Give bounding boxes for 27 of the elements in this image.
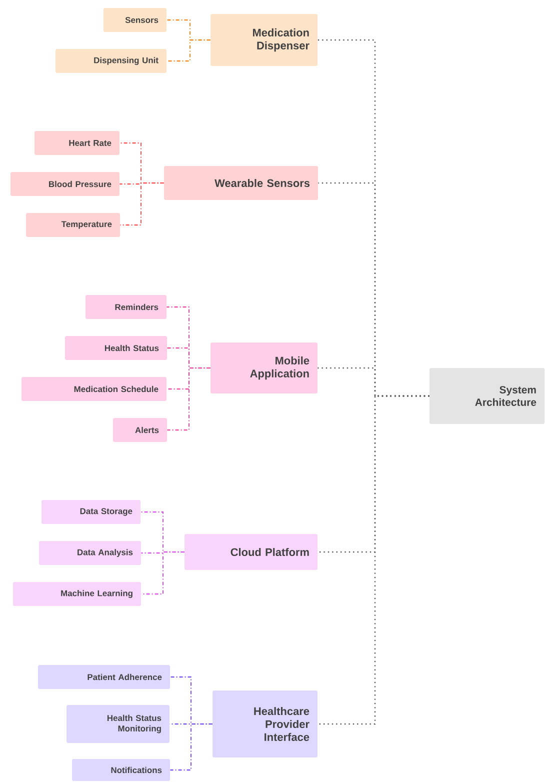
category-box: Wearable Sensors [164,166,318,200]
item-box: Health Status [65,336,167,360]
item-box: Medication Schedule [22,377,166,401]
item-box: Notifications [72,759,170,781]
connector-line [166,368,211,430]
connector-line [170,724,213,770]
item-box: Dispensing Unit [56,49,166,73]
connector-line [318,395,430,725]
connector-line [120,182,164,226]
root-box: System Architecture [430,368,544,424]
item-box: Alerts [113,418,167,442]
category-box: Healthcare Provider Interface [212,690,318,758]
item-box: Sensors [104,8,166,32]
item-box: Reminders [86,295,166,319]
connector-line [140,552,185,594]
category-box: Cloud Platform [184,534,318,570]
item-box: Data Storage [42,500,140,524]
item-box: Temperature [26,213,120,237]
item-box: Patient Adherence [38,665,170,689]
category-box: Medication Dispenser [210,14,318,66]
category-box: Mobile Application [210,342,318,394]
item-box: Machine Learning [13,582,141,606]
connector-line [166,40,211,62]
item-box: Data Analysis [39,541,141,565]
item-box: Blood Pressure [10,172,120,196]
item-box: Health Status Monitoring [66,705,170,743]
item-box: Heart Rate [34,131,120,155]
